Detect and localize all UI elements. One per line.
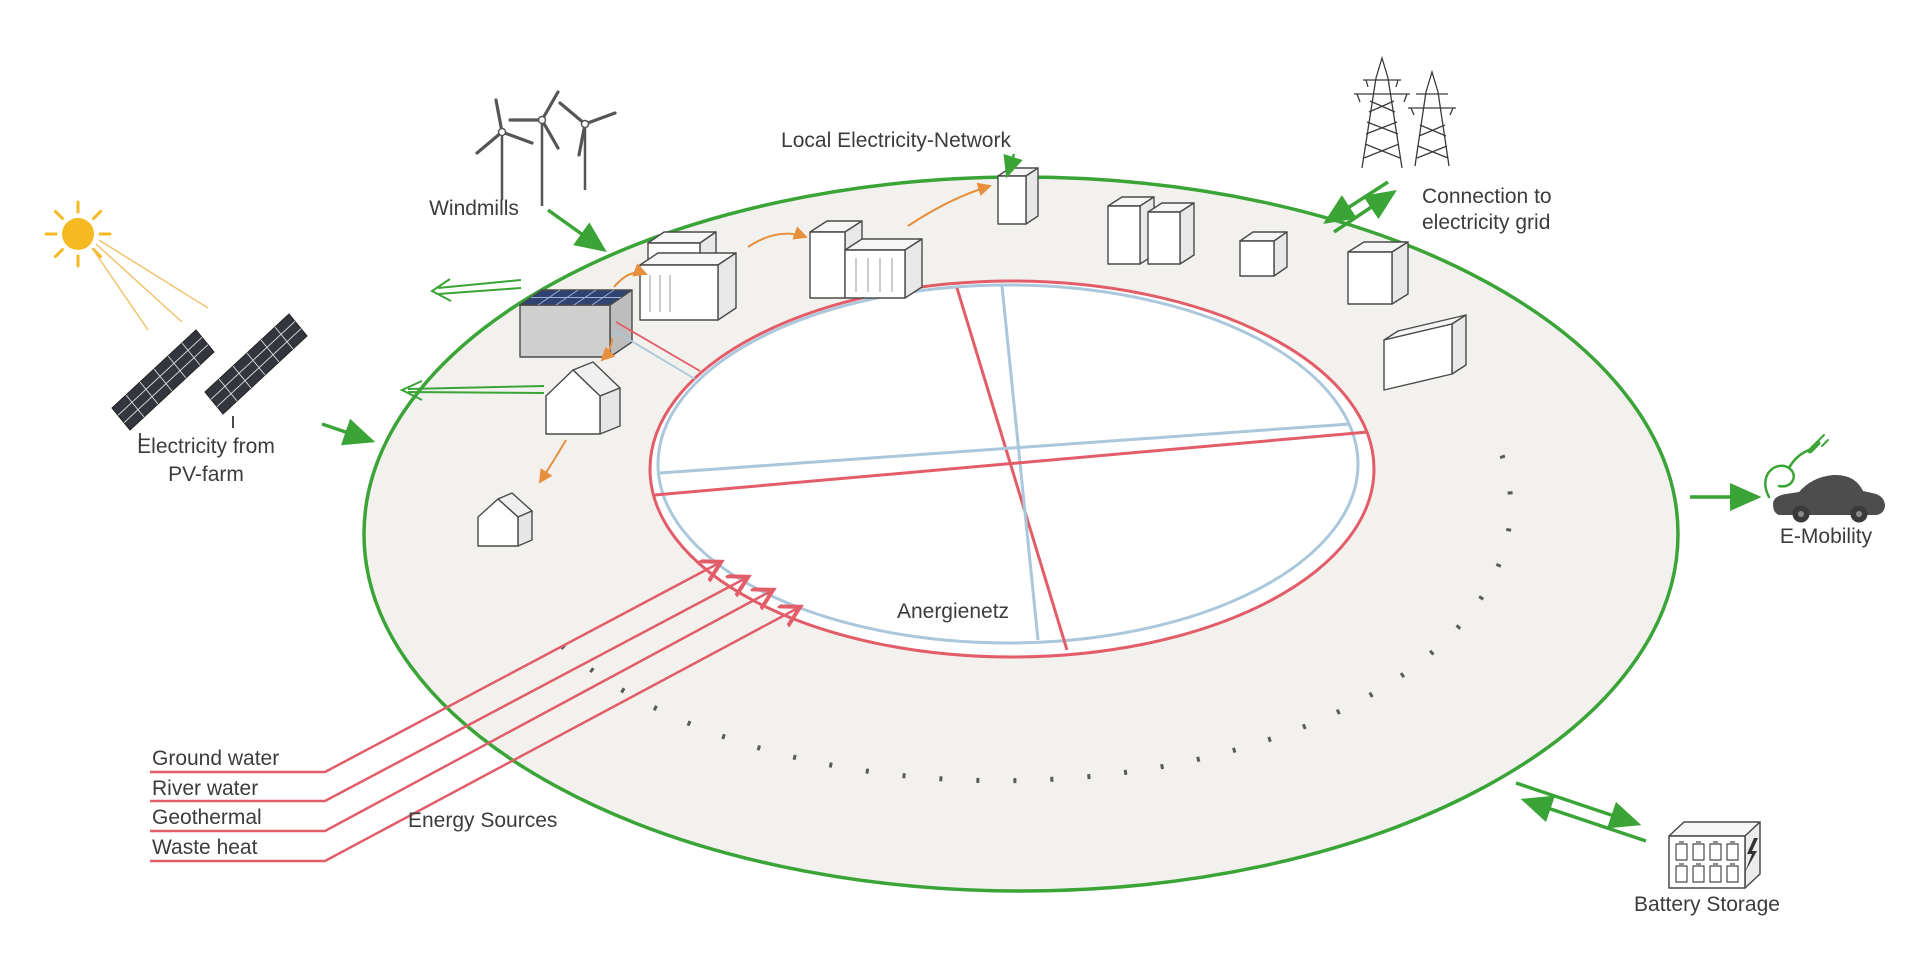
flow-arrows-orange	[538, 182, 992, 484]
building-8-icon	[1383, 314, 1467, 391]
grid-export-arrow	[1333, 190, 1397, 234]
flow-arrows-green	[321, 153, 1762, 843]
windmill-arrow	[546, 208, 607, 253]
anergienetz-label: Anergienetz	[897, 600, 1009, 623]
building-small-house-icon	[477, 492, 533, 547]
energy-sources-label: Energy Sources	[408, 809, 557, 832]
label-pointer	[1003, 153, 1023, 179]
charging-cable-icon	[1764, 434, 1829, 499]
building-solar-plant-icon	[519, 289, 633, 358]
building-network-connectors	[612, 321, 701, 380]
building-house-icon	[545, 361, 621, 435]
pv-label-line2: PV-farm	[168, 463, 244, 486]
sun-rays-to-pv	[91, 239, 209, 331]
anergy-network-ring	[648, 279, 1376, 659]
grid-connection-label-line2: electricity grid	[1422, 211, 1550, 234]
battery-storage-icon	[1668, 821, 1761, 889]
windmills-label: Windmills	[429, 197, 519, 220]
labels: Windmills Local Electricity-Network Conn…	[137, 129, 1872, 916]
pv-farm-icon	[111, 313, 308, 445]
building-7-icon	[1347, 241, 1409, 305]
dotted-arc	[560, 434, 1514, 784]
buildings	[477, 167, 1467, 547]
transmission-towers-icon	[1354, 55, 1456, 169]
building-5-icon	[1107, 196, 1195, 265]
building-6-icon	[1239, 231, 1288, 277]
windmills-icon	[475, 90, 617, 206]
battery-label: Battery Storage	[1634, 893, 1780, 916]
source-river-water-label: River water	[152, 777, 258, 800]
grid-connection-label-line1: Connection to	[1422, 185, 1552, 208]
sun-icon	[44, 200, 209, 331]
building-4-icon	[997, 167, 1039, 225]
source-ground-water-label: Ground water	[152, 747, 279, 770]
emobility-label: E-Mobility	[1780, 525, 1873, 548]
battery-discharge-arrow	[1520, 795, 1647, 843]
pv-arrow	[321, 418, 376, 446]
battery-cells	[1675, 841, 1739, 883]
grid-import-arrow	[1323, 180, 1389, 224]
open-arrows-green	[399, 278, 545, 401]
local-network-label: Local Electricity-Network	[781, 129, 1011, 152]
source-waste-heat-label: Waste heat	[152, 836, 258, 859]
lightning-bolt-icon	[1745, 838, 1758, 872]
pv-label-line1: Electricity from	[137, 435, 275, 458]
battery-charge-arrow	[1515, 781, 1642, 829]
car-icon	[1764, 434, 1885, 523]
tower-2	[1408, 69, 1456, 167]
tower-1	[1354, 55, 1410, 169]
building-3-icon	[809, 220, 923, 299]
energy-source-lines	[150, 563, 798, 863]
building-2-icon	[639, 231, 737, 321]
source-geothermal-label: Geothermal	[152, 806, 262, 829]
